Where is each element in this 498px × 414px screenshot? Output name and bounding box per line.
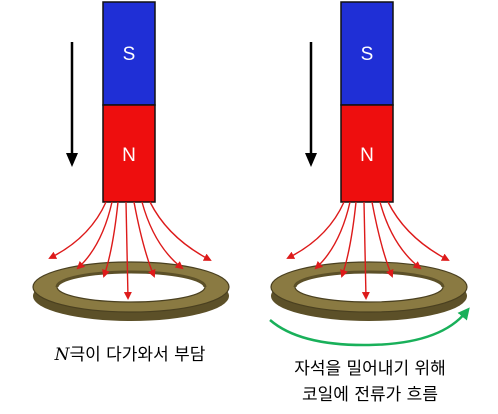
field-arrow-icon bbox=[141, 201, 184, 270]
north-symbol: N bbox=[54, 345, 70, 365]
field-lines bbox=[48, 201, 212, 300]
field-arrow-icon bbox=[314, 201, 351, 270]
left-caption: N극이 다가와서 부담 bbox=[20, 342, 240, 368]
field-arrow-icon bbox=[286, 201, 345, 259]
field-arrow-icon bbox=[379, 201, 422, 270]
field-arrow-icon bbox=[123, 201, 132, 300]
right-caption: 자석을 밀어내기 위해 코일에 전류가 흐름 bbox=[250, 356, 490, 408]
field-arrow-icon bbox=[149, 201, 212, 261]
north-pole bbox=[340, 104, 394, 203]
north-pole-label: N bbox=[360, 145, 374, 166]
field-arrow-icon bbox=[340, 201, 357, 278]
bar-magnet: S N bbox=[102, 1, 156, 203]
field-arrow-icon bbox=[102, 201, 119, 278]
right-caption-line2: 코일에 전류가 흐름 bbox=[302, 385, 438, 405]
south-pole bbox=[340, 1, 394, 106]
bar-magnet: S N bbox=[340, 1, 394, 203]
field-arrow-icon bbox=[76, 201, 113, 270]
field-arrow-icon bbox=[371, 201, 394, 278]
coil-ring bbox=[270, 261, 468, 321]
field-lines bbox=[286, 201, 450, 300]
south-pole-label: S bbox=[361, 44, 374, 65]
south-pole-label: S bbox=[123, 44, 136, 65]
coil-ring bbox=[32, 261, 230, 321]
field-arrow-icon bbox=[133, 201, 156, 278]
field-arrow-icon bbox=[48, 201, 107, 259]
field-arrow-icon bbox=[361, 201, 370, 300]
right-caption-line1: 자석을 밀어내기 위해 bbox=[294, 359, 446, 379]
left-panel: S N bbox=[32, 1, 230, 321]
circular-arrow-icon bbox=[269, 307, 470, 347]
north-pole bbox=[102, 104, 156, 203]
north-pole-label: N bbox=[122, 145, 136, 166]
field-arrow-icon bbox=[387, 201, 450, 261]
left-caption-text: 극이 다가와서 부담 bbox=[69, 345, 206, 365]
right-panel: S N bbox=[269, 1, 470, 347]
